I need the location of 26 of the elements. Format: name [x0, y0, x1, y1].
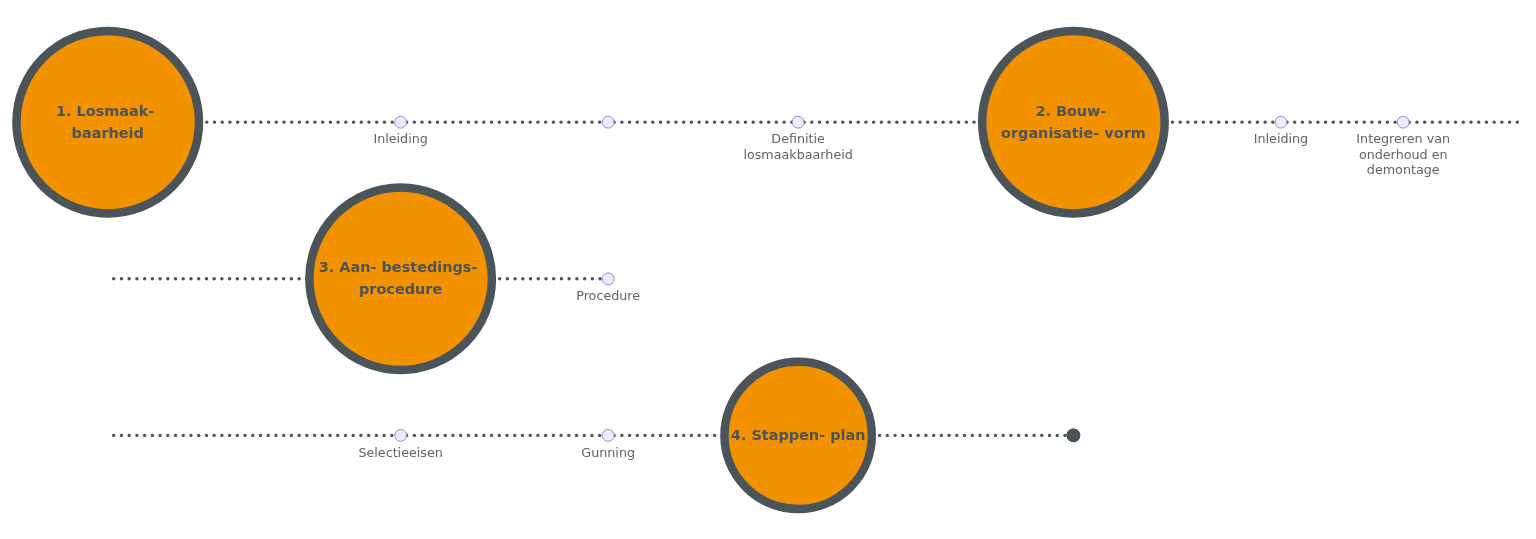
milestone-marker: 2. Bouw- organisatie- vorm	[977, 26, 1169, 218]
end-marker	[1066, 428, 1081, 442]
pin-marker	[1396, 115, 1410, 129]
pin-caption: Inleiding	[373, 130, 428, 146]
pin-marker	[791, 115, 805, 129]
pin-caption: Procedure	[576, 287, 641, 303]
milestone-marker: 1. Losmaak- baarheid	[12, 26, 204, 218]
pin-caption: Gunning	[581, 444, 636, 460]
dotted-route-line	[404, 119, 604, 124]
pin-caption: Inleiding	[1253, 130, 1309, 146]
pin-marker	[601, 271, 615, 285]
pin-marker	[394, 428, 407, 442]
pin-marker	[394, 115, 407, 129]
dotted-route-line	[404, 433, 604, 437]
pin-marker	[601, 428, 615, 442]
pin-caption: Integreren van onderhoud en demontage	[1356, 130, 1451, 177]
dotted-route-line	[612, 119, 794, 124]
pin-caption: Selectieeisen	[358, 444, 443, 460]
pin-caption: Definitie losmaakbaarheid	[743, 130, 853, 162]
dotted-route-line	[1285, 119, 1399, 124]
milestone-marker: 3. Aan- bestedings- procedure	[305, 182, 497, 374]
dotted-route-line	[1407, 119, 1522, 124]
dotted-route-line	[112, 433, 397, 437]
milestone-marker: 4. Stappen- plan	[720, 357, 877, 513]
pin-marker	[1274, 115, 1288, 129]
pin-marker	[601, 115, 615, 129]
